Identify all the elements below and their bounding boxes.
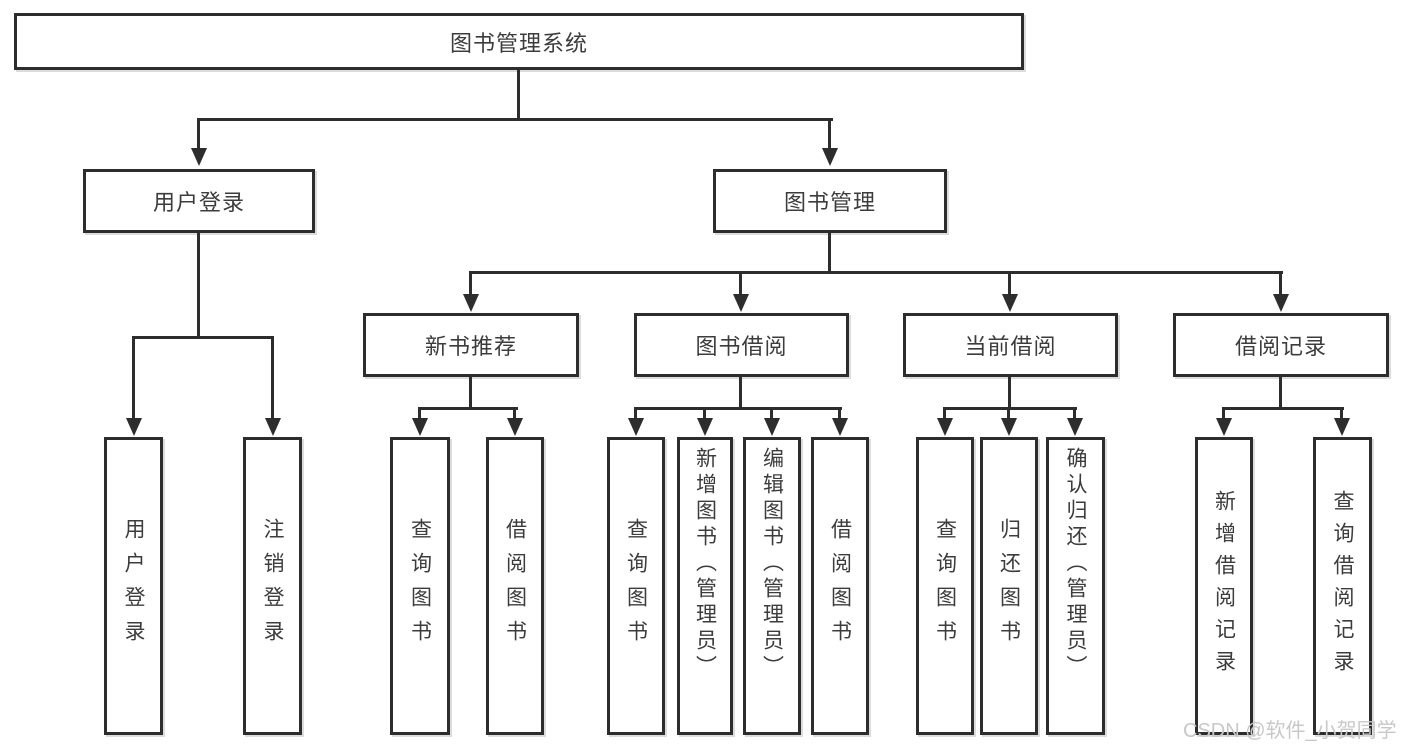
arrowhead-cb-confirm (1067, 418, 1083, 436)
connector-new-books-split (418, 407, 518, 410)
connector-drop-user-login (197, 118, 200, 150)
leaf-br-query-record: 查询借阅记录 (1313, 437, 1372, 735)
arrowhead-cb-query (937, 418, 953, 436)
leaf-cb-confirm-return-admin: 确认归还（管理员） (1046, 437, 1105, 735)
node-library-system: 图书管理系统 (14, 13, 1024, 70)
connector-drop-bb-borrow (838, 407, 841, 420)
connector-drop-book-borrow (739, 271, 742, 297)
arrowhead-login (126, 418, 142, 436)
connector-drop-new-books (469, 271, 472, 297)
arrowhead-nb-borrow (507, 418, 523, 436)
arrowhead-nb-query (412, 418, 428, 436)
arrowhead-cb-return (1001, 418, 1017, 436)
connector-new-books-stem (469, 377, 472, 408)
node-current-borrow-label: 当前借阅 (964, 334, 1057, 359)
arrowhead-borrow-records (1273, 294, 1289, 312)
watermark: CSDN @软件_小贺同学 (1183, 720, 1397, 742)
leaf-bb-add-books-admin: 新增图书（管理员） (677, 437, 733, 735)
leaf-cb-query-books: 查询图书 (916, 437, 974, 735)
leaf-user-login-label: 用户登录 (122, 518, 145, 654)
node-new-books-label: 新书推荐 (424, 334, 517, 359)
arrowhead-logout (265, 418, 281, 436)
leaf-nb-borrow-books-label: 借阅图书 (503, 518, 527, 654)
connector-user-login-split (132, 336, 274, 339)
arrowhead-bb-query (628, 418, 644, 436)
connector-drop-bb-edit (770, 407, 773, 420)
leaf-cb-return-books: 归还图书 (980, 437, 1038, 735)
connector-drop-book-mgmt (828, 118, 831, 150)
connector-drop-bb-query (634, 407, 637, 420)
connector-drop-cb-confirm (1073, 407, 1076, 420)
arrowhead-user-login (191, 148, 207, 166)
node-book-mgmt-label: 图书管理 (783, 190, 876, 215)
connector-drop-br-query (1340, 407, 1343, 420)
arrowhead-new-books (463, 294, 479, 312)
connector-drop-nb-borrow (513, 407, 516, 420)
leaf-bb-borrow-books-label: 借阅图书 (828, 518, 852, 654)
leaf-bb-edit-books-admin-label: 编辑图书（管理员） (760, 447, 784, 681)
node-library-system-label: 图书管理系统 (449, 30, 588, 56)
node-user-login: 用户登录 (83, 169, 315, 233)
connector-book-mgmt-stem (828, 233, 831, 273)
node-book-mgmt: 图书管理 (713, 169, 947, 233)
leaf-logout: 注销登录 (243, 437, 302, 735)
connector-drop-login (132, 336, 135, 419)
leaf-bb-edit-books-admin: 编辑图书（管理员） (743, 437, 801, 735)
arrowhead-bb-add (697, 418, 713, 436)
connector-current-borrow-split (943, 407, 1077, 410)
leaf-cb-query-books-label: 查询图书 (933, 518, 957, 654)
leaf-nb-borrow-books: 借阅图书 (486, 437, 544, 735)
leaf-bb-query-books-label: 查询图书 (624, 518, 648, 654)
connector-level3-split (469, 271, 1283, 274)
leaf-logout-label: 注销登录 (261, 518, 284, 654)
arrowhead-current-borrow (1002, 294, 1018, 312)
leaf-user-login: 用户登录 (104, 437, 163, 735)
arrowhead-br-add (1216, 418, 1232, 436)
connector-drop-bb-add (703, 407, 706, 420)
leaf-br-add-record-label: 新增借阅记录 (1212, 490, 1236, 682)
leaf-cb-confirm-return-admin-label: 确认归还（管理员） (1064, 447, 1087, 681)
leaf-nb-query-books-label: 查询图书 (408, 518, 432, 654)
leaf-bb-add-books-admin-label: 新增图书（管理员） (693, 447, 717, 681)
node-borrow-records-label: 借阅记录 (1234, 334, 1327, 359)
leaf-bb-query-books: 查询图书 (607, 437, 665, 735)
connector-book-borrow-split (634, 407, 842, 410)
node-user-login-label: 用户登录 (152, 190, 245, 215)
leaf-br-add-record: 新增借阅记录 (1195, 437, 1253, 735)
connector-borrow-records-split (1222, 407, 1344, 410)
connector-current-borrow-stem (1008, 377, 1011, 408)
connector-drop-logout (271, 336, 274, 419)
node-book-borrow-label: 图书借阅 (695, 334, 788, 359)
connector-root-stem (517, 69, 520, 119)
node-new-books: 新书推荐 (363, 313, 579, 377)
leaf-br-query-record-label: 查询借阅记录 (1331, 490, 1354, 682)
node-current-borrow: 当前借阅 (903, 313, 1118, 377)
connector-drop-cb-return (1007, 407, 1010, 420)
arrowhead-book-mgmt (822, 148, 838, 166)
connector-drop-nb-query (418, 407, 421, 420)
leaf-nb-query-books: 查询图书 (390, 437, 450, 735)
arrowhead-bb-borrow (832, 418, 848, 436)
node-book-borrow: 图书借阅 (634, 313, 849, 377)
arrowhead-book-borrow (733, 294, 749, 312)
node-borrow-records: 借阅记录 (1173, 313, 1389, 377)
connector-book-borrow-stem (739, 377, 742, 408)
connector-drop-br-add (1222, 407, 1225, 420)
leaf-bb-borrow-books: 借阅图书 (811, 437, 869, 735)
connector-drop-borrow-records (1279, 271, 1282, 297)
leaf-cb-return-books-label: 归还图书 (997, 518, 1021, 654)
connector-level2-split (197, 118, 833, 121)
arrowhead-br-query (1334, 418, 1350, 436)
arrowhead-bb-edit (764, 418, 780, 436)
connector-user-login-stem (197, 233, 200, 337)
connector-borrow-records-stem (1279, 377, 1282, 408)
connector-drop-current-borrow (1008, 271, 1011, 297)
connector-drop-cb-query (943, 407, 946, 420)
